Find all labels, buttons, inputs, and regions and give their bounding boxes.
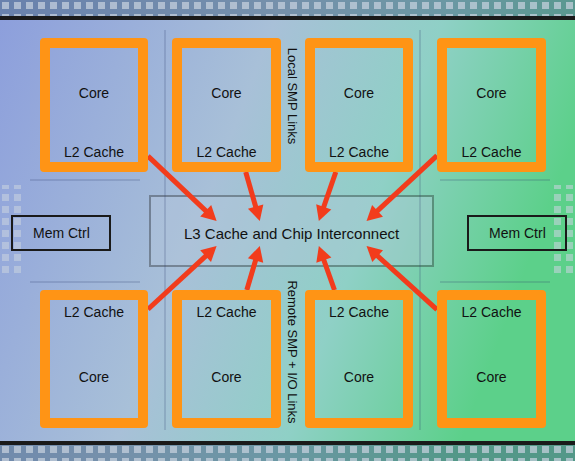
arrow-connector (246, 172, 264, 221)
arrow-head (316, 246, 331, 263)
arrow-head (200, 205, 216, 221)
arrow-connector (316, 246, 334, 290)
interconnect-area: L3 Cache and Chip Interconnect (178, 221, 405, 246)
core-box: Core L2 Cache (305, 38, 413, 172)
core-box: L2 CacheCore (437, 290, 546, 428)
box-text: Core (182, 368, 271, 386)
box-text: L2 Cache (447, 143, 536, 161)
core-box: L2 CacheCore (172, 290, 281, 428)
die-edge (0, 16, 575, 20)
box-heading: Core (315, 84, 403, 102)
core-box: L2 CacheCore (305, 290, 413, 428)
arrow-line (323, 172, 336, 209)
box-heading: Core (50, 84, 138, 102)
die-edge (0, 441, 575, 445)
block-label: Mem Ctrl (489, 225, 546, 241)
arrow-head (367, 205, 383, 221)
arrow-head (316, 204, 331, 221)
box-heading: L2 Cache (315, 303, 403, 321)
link-label: Local SMP Links (284, 48, 300, 145)
arrow-head (200, 246, 216, 262)
arrow-line (246, 172, 256, 209)
l3-region (150, 196, 433, 266)
box-text: Core (447, 368, 536, 386)
area-label: L3 Cache and Chip Interconnect (184, 225, 399, 242)
arrow-connector (367, 246, 437, 310)
box-heading: L2 Cache (447, 303, 536, 321)
core-box: Core L2 Cache (437, 38, 546, 172)
box-text: Core (315, 368, 403, 386)
core-box: L2 CacheCore (40, 290, 148, 428)
arrow-head (367, 246, 383, 262)
box-text: L2 Cache (182, 143, 271, 161)
arrow-head (248, 204, 263, 221)
block-label: Mem Ctrl (33, 225, 90, 241)
box-text: L2 Cache (50, 143, 138, 161)
mem-ctrl-region (468, 216, 566, 250)
box-heading: Core (447, 84, 536, 102)
arrow-line (323, 258, 334, 290)
arrow-connector (247, 246, 263, 290)
box-heading: L2 Cache (182, 303, 271, 321)
box-heading: Core (182, 84, 271, 102)
arrow-connector (316, 172, 336, 221)
arrow-head (248, 246, 263, 263)
link-label: Remote SMP + I/O Links (284, 280, 300, 423)
pad-row (0, 445, 575, 461)
core-box: Core L2 Cache (40, 38, 148, 172)
pad-row (0, 0, 575, 16)
arrow-line (247, 258, 256, 290)
mem-ctrl-region (12, 216, 110, 250)
pad-row (0, 0, 575, 16)
box-heading: L2 Cache (50, 303, 138, 321)
box-text: L2 Cache (315, 143, 403, 161)
pad-row (0, 445, 575, 461)
pad-column (553, 185, 575, 275)
core-box: Core L2 Cache (172, 38, 281, 172)
box-text: Core (50, 368, 138, 386)
circuit-texture (30, 30, 550, 430)
